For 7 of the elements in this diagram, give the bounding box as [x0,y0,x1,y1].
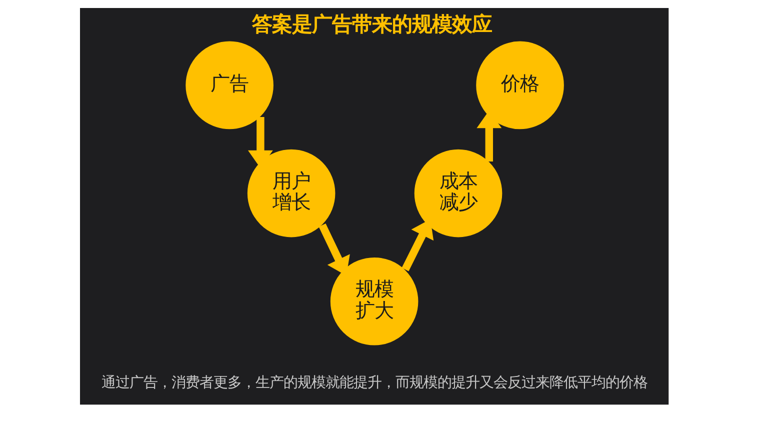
node-circle: 成本减少 [414,149,502,238]
diagram-title: 答案是广告带来的规模效应 [252,12,492,36]
arrow [318,223,350,276]
arrow [402,219,434,272]
node-circle: 规模扩大 [330,257,418,346]
caption: 通过广告，消费者更多，生产的规模就能提升，而规模的提升又会反过来降低平均的价格 [101,374,648,391]
node-circle: 广告 [186,41,274,130]
